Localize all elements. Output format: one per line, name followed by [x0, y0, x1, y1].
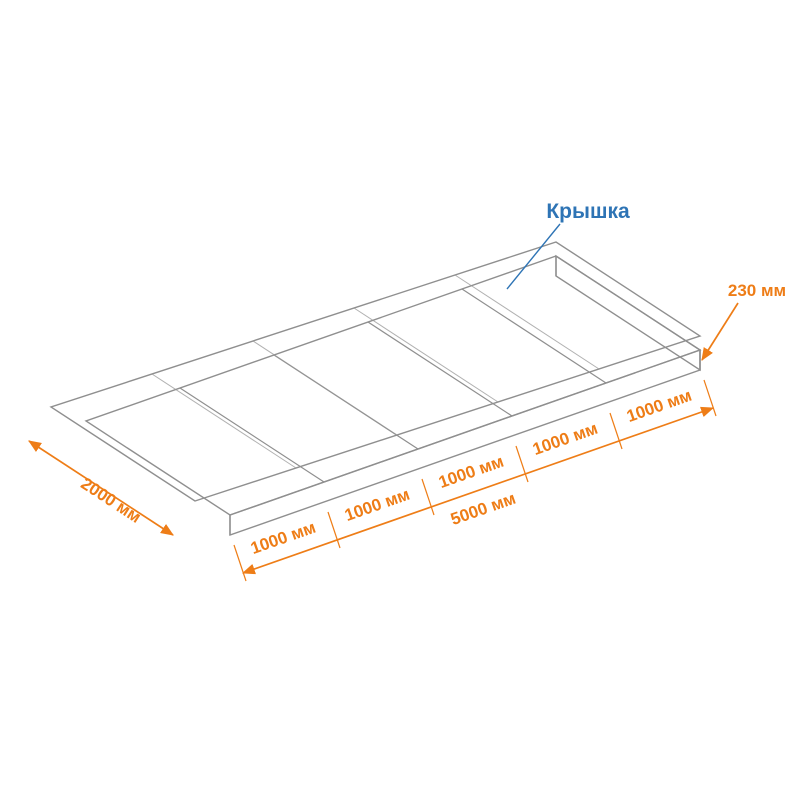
width-dim-label: 2000 мм — [77, 474, 144, 527]
height-dimension: 230 мм — [701, 281, 786, 361]
width-dimension-line — [28, 440, 174, 536]
height-leader-arrow — [701, 302, 739, 361]
lid-division-lines — [151, 274, 600, 469]
part-label: Крышка — [546, 200, 630, 223]
width-dimension: 2000 мм — [28, 440, 174, 536]
segment-dim-label: 1000 мм — [436, 452, 506, 492]
total-length-dim-label: 5000 мм — [448, 489, 518, 529]
segment-dim-label: 1000 мм — [248, 518, 318, 558]
segment-dim-label: 1000 мм — [342, 485, 412, 525]
base-right-mesh-face — [555, 254, 701, 372]
segment-dim-label: 1000 мм — [530, 419, 600, 459]
segment-dim-label: 1000 мм — [624, 386, 694, 426]
lid-mesh-face — [49, 241, 702, 502]
part-callout: Крышка — [506, 200, 630, 290]
height-dim-label: 230 мм — [728, 281, 786, 300]
total-length-dimension-line — [241, 406, 715, 575]
part-label-leader-line — [506, 223, 561, 290]
